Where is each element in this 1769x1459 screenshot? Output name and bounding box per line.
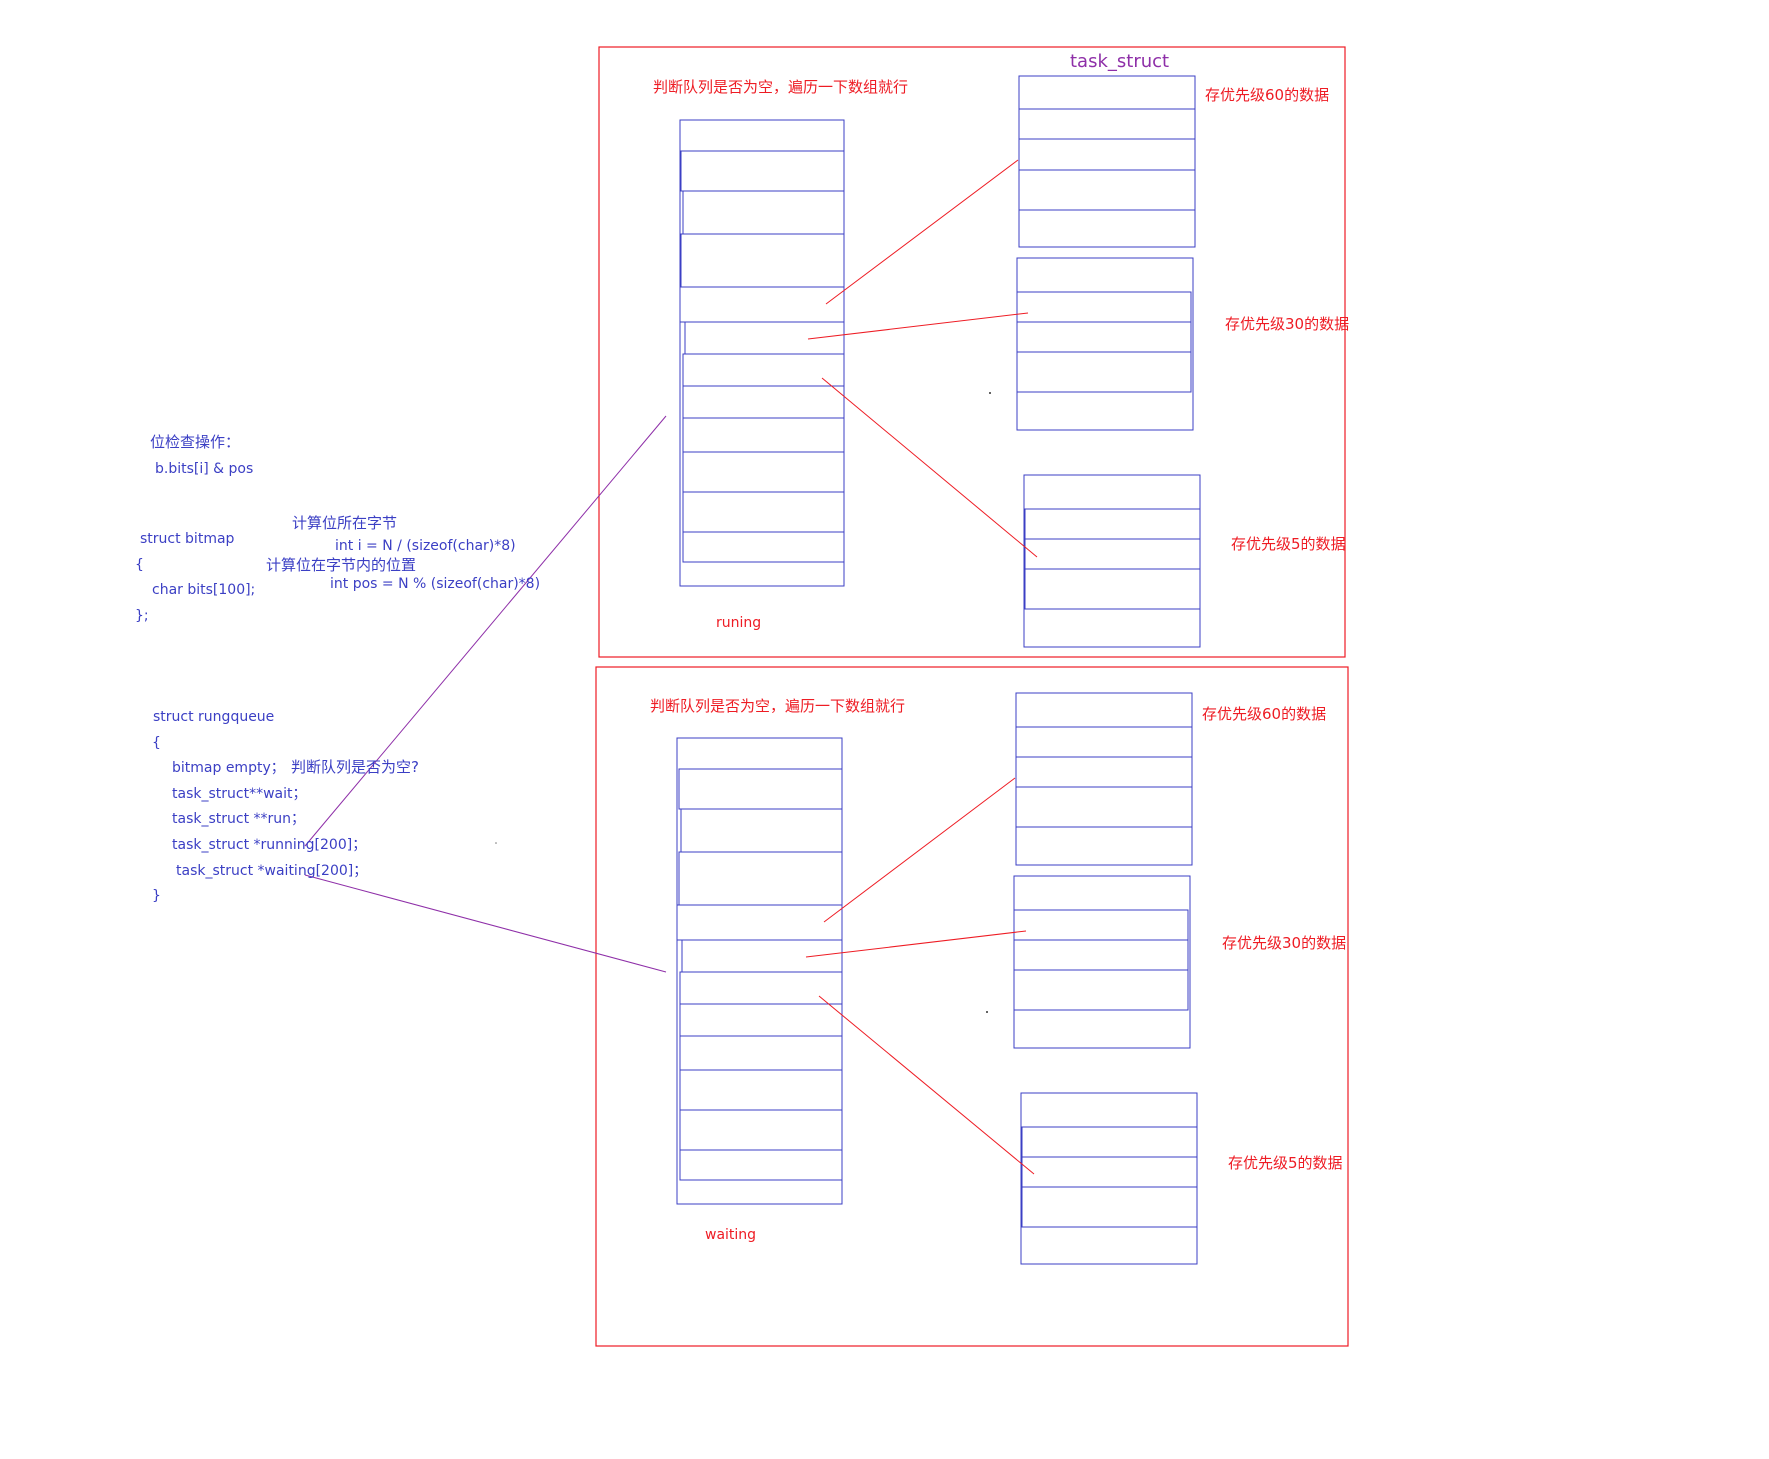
running-array	[679, 119, 845, 587]
stray-dot	[495, 842, 497, 844]
bitmap-brace-close: };	[135, 608, 149, 624]
task-struct-box-p5	[1023, 474, 1201, 648]
task-box-row	[1024, 508, 1201, 540]
array-slot	[676, 904, 843, 941]
bottom-priority-5-label: 存优先级5的数据	[1228, 1154, 1343, 1172]
link-line	[818, 995, 1035, 1175]
task-box-row	[1016, 291, 1192, 323]
task-box-row	[1018, 169, 1196, 211]
task-box-row	[1024, 538, 1201, 570]
array-slot	[679, 1069, 843, 1111]
stray-dot	[989, 392, 991, 394]
byte-index-note: 计算位所在字节	[292, 514, 398, 532]
top-priority-5-label: 存优先级5的数据	[1231, 535, 1346, 553]
bitcheck-title: 位检查操作：	[150, 433, 241, 451]
runqueue-brace-open: {	[152, 735, 161, 751]
array-slot	[682, 531, 845, 563]
task-box-row	[1016, 351, 1192, 393]
link-line	[821, 377, 1038, 558]
array-slot	[680, 150, 845, 192]
waiting-pointer-line	[304, 874, 667, 973]
task-struct-box-p60	[1018, 75, 1196, 248]
task-box-outline	[1023, 474, 1201, 648]
task-box-row	[1021, 1156, 1198, 1188]
task-box-outline	[1015, 692, 1193, 866]
bitcheck-expression: b.bits[i] & pos	[155, 461, 254, 477]
byte-index-expression: int i = N / (sizeof(char)*8)	[335, 538, 516, 554]
top-empty-check-note: 判断队列是否为空，遍历一下数组就行	[653, 78, 909, 96]
task-box-outline	[1016, 257, 1194, 431]
task-box-row	[1013, 909, 1189, 941]
task-struct-box-p30-b	[1013, 875, 1191, 1049]
field-running: task_struct *running[200]；	[172, 837, 367, 853]
bottom-priority-30-label: 存优先级30的数据	[1222, 934, 1347, 952]
task-box-row	[1015, 756, 1193, 788]
bitmap-declaration: struct bitmap	[140, 531, 235, 547]
link-line	[807, 312, 1029, 340]
link-line	[805, 930, 1027, 958]
task-box-outline	[1020, 1092, 1198, 1265]
waiting-array-label: waiting	[705, 1227, 757, 1243]
bitmap-brace-open: {	[135, 557, 144, 573]
array-slot	[682, 451, 845, 493]
task-box-row	[1015, 726, 1193, 758]
array-slot	[679, 286, 845, 323]
bit-position-note: 计算位在字节内的位置	[266, 556, 417, 574]
task-struct-box-p5-b	[1020, 1092, 1198, 1265]
empty-check-note: 判断队列是否为空?	[291, 758, 419, 776]
task-box-row	[1013, 969, 1189, 1011]
array-outline	[679, 119, 845, 587]
task-box-row	[1018, 138, 1196, 171]
bit-position-expression: int pos = N % (sizeof(char)*8)	[330, 576, 541, 592]
array-slot	[679, 1149, 843, 1181]
waiting-array	[676, 737, 843, 1205]
array-slot	[679, 971, 843, 1005]
link-line	[823, 777, 1016, 923]
field-wait: task_struct**wait；	[172, 786, 307, 802]
array-slot	[682, 353, 845, 387]
running-pointer-line	[304, 415, 667, 847]
array-slot	[682, 385, 845, 419]
task-struct-box-p60-b	[1015, 692, 1193, 866]
array-slot	[680, 808, 843, 853]
task-box-row	[1016, 321, 1192, 353]
array-slot	[678, 768, 843, 810]
bottom-empty-check-note: 判断队列是否为空，遍历一下数组就行	[650, 697, 906, 715]
link-line	[825, 159, 1019, 305]
array-slot	[679, 1003, 843, 1037]
task-struct-box-p30	[1016, 257, 1194, 431]
array-slot	[678, 851, 843, 906]
task-box-row	[1018, 108, 1196, 140]
field-waiting: task_struct *waiting[200]；	[176, 863, 368, 879]
bottom-priority-60-label: 存优先级60的数据	[1202, 705, 1327, 723]
field-empty: bitmap empty；	[172, 760, 285, 776]
runqueue-brace-close: }	[152, 888, 161, 904]
waiting-panel-frame	[595, 666, 1349, 1347]
task-box-row	[1015, 786, 1193, 828]
bitmap-field: char bits[100];	[152, 582, 256, 598]
array-outline	[676, 737, 843, 1205]
task-struct-heading: task_struct	[1070, 51, 1170, 72]
stray-dot	[986, 1011, 988, 1013]
task-box-outline	[1018, 75, 1196, 248]
array-slot	[682, 417, 845, 453]
top-priority-30-label: 存优先级30的数据	[1225, 315, 1350, 333]
running-panel-frame	[598, 46, 1346, 658]
array-slot	[682, 190, 845, 235]
running-array-label: runing	[716, 615, 762, 631]
array-slot	[680, 233, 845, 288]
task-box-row	[1021, 1126, 1198, 1158]
top-priority-60-label: 存优先级60的数据	[1205, 86, 1330, 104]
field-run: task_struct **run；	[172, 811, 306, 827]
task-box-row	[1013, 939, 1189, 971]
task-box-row	[1024, 568, 1201, 610]
array-slot	[682, 491, 845, 533]
task-box-row	[1021, 1186, 1198, 1228]
task-box-outline	[1013, 875, 1191, 1049]
array-slot	[679, 1109, 843, 1151]
runqueue-declaration: struct rungqueue	[153, 709, 275, 725]
array-slot	[679, 1035, 843, 1071]
